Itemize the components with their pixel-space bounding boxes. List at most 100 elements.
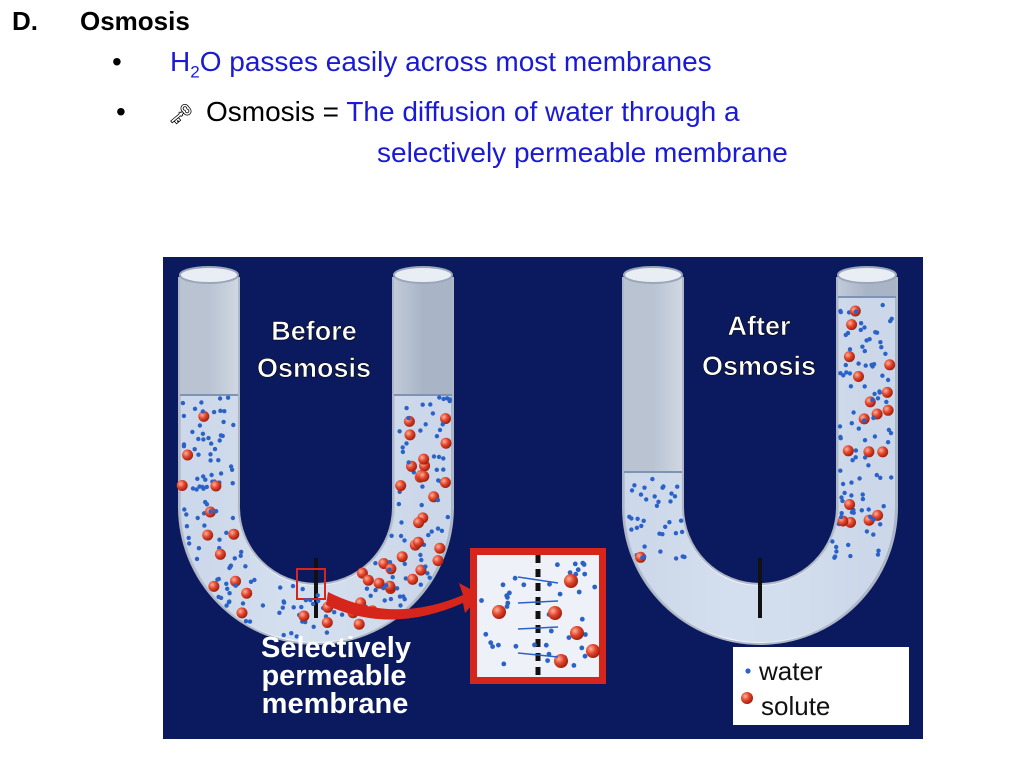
water-molecule: [878, 475, 883, 480]
water-molecule: [290, 583, 296, 589]
water-molecule: [396, 501, 402, 507]
water-molecule: [864, 529, 870, 534]
water-molecule: [368, 593, 373, 598]
water-molecule: [184, 524, 190, 529]
section-letter: D.: [12, 6, 38, 36]
solute-molecule: [208, 580, 220, 592]
water-molecule: [277, 610, 282, 615]
water-molecule: [281, 632, 286, 638]
water-molecule: [496, 642, 501, 648]
water-molecule: [849, 480, 854, 485]
legend: water solute: [733, 647, 909, 725]
water-molecule: [545, 658, 550, 663]
water-molecule: [199, 400, 204, 405]
water-molecule: [192, 447, 197, 452]
water-molecule: [196, 436, 201, 442]
water-molecule: [387, 567, 392, 572]
water-molecule: [316, 598, 321, 604]
solute-molecule: [881, 386, 893, 398]
water-molecule: [400, 445, 405, 450]
water-molecule: [209, 472, 214, 478]
water-molecule: [445, 514, 450, 520]
water-molecule: [441, 456, 446, 461]
water-molecule: [229, 467, 235, 472]
water-molecule: [888, 318, 893, 324]
water-molecule: [202, 523, 207, 528]
water-molecule: [875, 396, 881, 401]
water-molecule: [847, 371, 853, 376]
water-molecule: [876, 548, 881, 553]
water-molecule: [843, 332, 848, 338]
zoom-particles: [479, 560, 600, 668]
h2o-h: H: [170, 46, 191, 77]
solute-molecule: [241, 587, 253, 599]
water-molecule: [667, 520, 672, 525]
water-molecule: [211, 409, 217, 415]
water-molecule: [406, 415, 411, 421]
water-molecule: [872, 391, 877, 397]
h2o-subscript: 2: [190, 62, 200, 82]
before-label-line1: Before: [271, 316, 357, 346]
water-molecule: [839, 511, 844, 516]
water-molecule: [221, 419, 226, 425]
water-molecule: [856, 426, 861, 431]
water-molecule: [418, 582, 423, 587]
water-molecule: [225, 395, 231, 400]
bullet-dot-icon: •: [116, 96, 126, 127]
water-molecule: [862, 438, 868, 443]
water-molecule: [629, 527, 634, 532]
solute-molecule: [418, 453, 430, 465]
water-molecule: [858, 327, 863, 333]
water-molecule: [429, 529, 434, 534]
water-molecule: [186, 535, 191, 541]
water-molecule: [853, 455, 858, 460]
water-molecule: [875, 552, 881, 557]
water-molecule: [483, 631, 489, 637]
water-molecule: [226, 600, 232, 605]
water-molecule: [224, 603, 229, 608]
water-molecule: [652, 494, 657, 499]
water-molecule: [871, 517, 876, 522]
water-molecule: [300, 586, 305, 592]
water-molecule: [190, 486, 196, 491]
solute-molecule: [236, 607, 248, 619]
water-flow-arrow: [517, 652, 559, 658]
water-molecule: [660, 485, 665, 490]
water-molecule: [423, 422, 428, 427]
solute-molecule: [182, 449, 194, 461]
water-molecule: [225, 586, 230, 591]
water-molecule: [572, 561, 578, 567]
water-molecule: [310, 601, 316, 607]
legend-solute-icon: [741, 692, 753, 704]
water-molecule: [879, 345, 884, 350]
water-molecule: [675, 484, 680, 489]
water-molecule: [841, 373, 846, 378]
solute-molecule: [228, 528, 240, 540]
water-molecule: [208, 458, 213, 463]
water-molecule: [339, 612, 345, 617]
water-molecule: [196, 546, 202, 551]
zoom-arrow: [326, 583, 481, 620]
water-molecule: [832, 554, 838, 559]
water-molecule: [849, 421, 854, 426]
water-molecule: [579, 616, 585, 622]
water-molecule: [571, 663, 577, 668]
water-molecule: [872, 434, 878, 439]
water-molecule: [884, 399, 889, 405]
water-molecule: [435, 526, 441, 531]
water-molecule: [440, 422, 445, 427]
water-molecule: [403, 576, 408, 581]
solute-molecule: [877, 446, 889, 458]
water-molecule: [582, 571, 588, 577]
water-molecule: [243, 619, 249, 624]
water-molecule: [834, 544, 839, 550]
water-molecule: [678, 518, 684, 523]
water-molecule: [592, 584, 598, 590]
water-molecule: [195, 476, 200, 481]
water-molecule: [629, 488, 635, 493]
water-molecule: [215, 577, 220, 582]
water-molecule: [311, 624, 316, 629]
water-molecule: [194, 556, 200, 562]
water-molecule: [389, 533, 394, 538]
solute-molecule: [198, 410, 210, 422]
